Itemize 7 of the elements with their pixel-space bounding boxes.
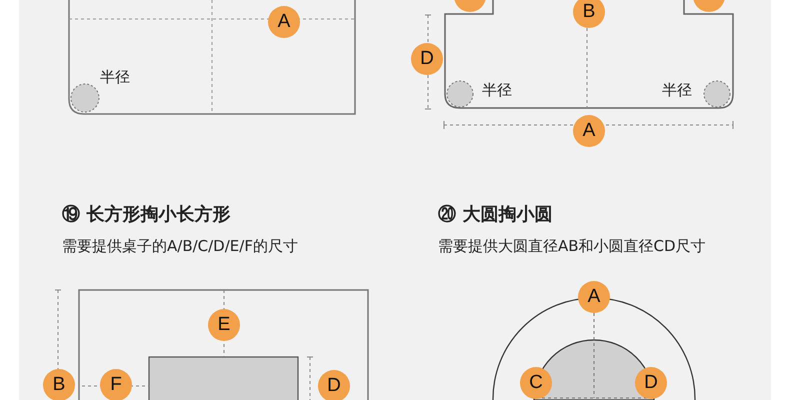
section-heading: ⑳ 大圆掏小圆 bbox=[438, 203, 552, 226]
instruction-text: 需要提供桌子的A/B/C/D/E/F的尺寸 bbox=[62, 237, 298, 256]
radius-label: 半径 bbox=[100, 68, 130, 87]
section-heading: ⑲ 长方形掏小长方形 bbox=[62, 203, 230, 226]
radius-label: 半径 bbox=[482, 81, 512, 100]
radius-label: 半径 bbox=[662, 81, 692, 100]
instruction-text: 需要提供大圆直径AB和小圆直径CD尺寸 bbox=[438, 237, 706, 256]
